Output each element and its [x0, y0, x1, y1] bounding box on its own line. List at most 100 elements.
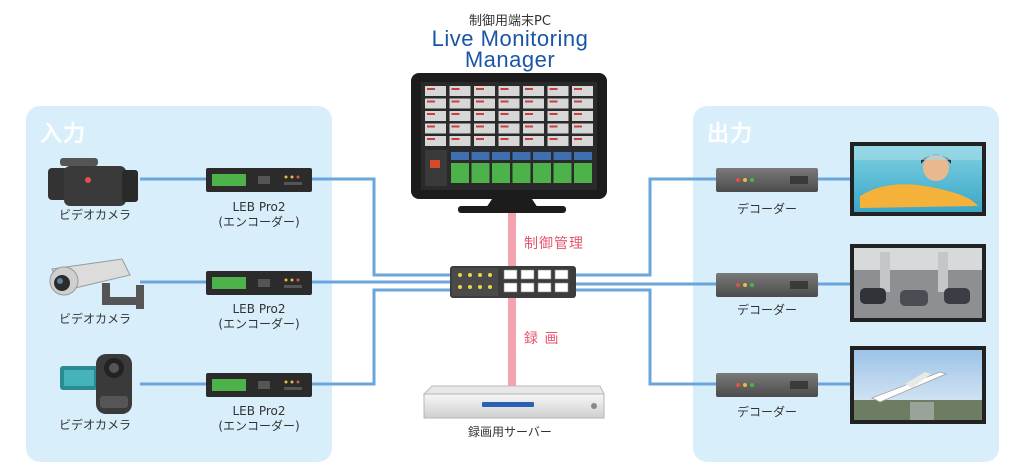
switch-port — [554, 269, 569, 280]
pc-subtitle: 制御用端末PC — [469, 14, 551, 29]
screen-cell — [449, 111, 471, 121]
screen-cell — [498, 136, 520, 146]
switch-port — [520, 269, 535, 280]
screen-cell — [449, 123, 471, 134]
switch-led — [488, 273, 492, 277]
server-label: 録画用サーバー — [468, 425, 552, 439]
screen-cell — [425, 111, 446, 121]
screen-cell — [523, 98, 544, 109]
switch-led — [478, 273, 482, 277]
encoder-display — [212, 379, 246, 391]
screen-cell — [572, 98, 593, 109]
server-power-led — [591, 403, 597, 409]
switch-led — [458, 285, 462, 289]
encoder-3-label: LEB Pro2 (エンコーダー) — [204, 404, 314, 434]
switch-led — [488, 285, 492, 289]
product-title: Live Monitoring Manager — [380, 26, 640, 72]
control-pc-monitor — [411, 73, 607, 213]
screen-cell — [498, 111, 520, 121]
switch-ports — [503, 269, 569, 293]
screen-cell — [425, 98, 446, 109]
switch-led — [468, 273, 472, 277]
screen-cell — [474, 111, 495, 121]
encoder-device — [206, 373, 312, 397]
screen-cell — [498, 86, 520, 96]
screen-cell — [547, 123, 569, 134]
switch-leds — [458, 273, 492, 289]
screen-cell — [523, 136, 544, 146]
decoder-device — [716, 168, 818, 192]
switch-port — [503, 282, 518, 293]
encoder-2-label: LEB Pro2 (エンコーダー) — [204, 302, 314, 332]
screen-cell — [572, 136, 593, 146]
encoder-display — [212, 277, 246, 289]
encoder-3-role: (エンコーダー) — [218, 419, 300, 433]
screen-cell — [449, 98, 471, 109]
screen-cell — [474, 136, 495, 146]
screen-cell — [498, 98, 520, 109]
output-monitor-2 — [850, 244, 986, 322]
screen-cell — [547, 98, 569, 109]
screen-cell — [547, 111, 569, 121]
screen-cell — [474, 86, 495, 96]
wire-enc1-switch — [312, 177, 452, 277]
security-camera-icon — [49, 258, 144, 309]
decoder-device — [716, 373, 818, 397]
decoder-2-label: デコーダー — [736, 303, 797, 317]
encoder-2-role: (エンコーダー) — [218, 317, 300, 331]
wire-enc3-switch — [312, 288, 452, 386]
encoder-device — [206, 271, 312, 295]
control-link — [508, 207, 516, 267]
camcorder-icon — [48, 158, 138, 206]
wire-switch-dec3 — [574, 288, 716, 386]
screen-grid — [425, 86, 593, 186]
encoders-group — [206, 168, 312, 397]
screen-cell — [425, 136, 446, 146]
switch-led — [468, 285, 472, 289]
server-bay — [482, 402, 534, 407]
decoders-group — [716, 168, 818, 397]
screen-cell — [523, 111, 544, 121]
screen-cell — [474, 123, 495, 134]
screen-cell — [572, 123, 593, 134]
switch-port — [520, 282, 535, 293]
switch-port — [537, 269, 552, 280]
screen-cell — [474, 98, 495, 109]
blue-wires — [140, 177, 852, 386]
screen-cell — [572, 86, 593, 96]
encoder-device — [206, 168, 312, 192]
product-title-line2: Manager — [464, 47, 556, 72]
product-title-line1: Live Monitoring — [431, 26, 589, 51]
screen-cell — [523, 86, 544, 96]
switch-led — [458, 273, 462, 277]
decoder-3-label: デコーダー — [736, 405, 797, 419]
output-panel-title: 出力 — [707, 122, 754, 147]
monitor-neck — [486, 199, 538, 208]
wire-switch-dec1 — [574, 177, 716, 277]
recording-server — [422, 385, 605, 419]
screen-cell — [425, 86, 446, 96]
screen-cell — [498, 123, 520, 134]
camera-3-label: ビデオカメラ — [58, 418, 131, 432]
switch-port — [537, 282, 552, 293]
decoder-device — [716, 273, 818, 297]
encoder-1-role: (エンコーダー) — [218, 215, 300, 229]
encoder-1-label: LEB Pro2 (エンコーダー) — [204, 200, 314, 230]
camera-2-label: ビデオカメラ — [58, 312, 131, 326]
camera-1-label: ビデオカメラ — [58, 208, 131, 222]
network-switch — [450, 266, 576, 298]
recording-link-label: 録 画 — [524, 331, 560, 347]
screen-cell — [449, 136, 471, 146]
encoder-display — [212, 174, 246, 186]
handheld-camera-icon — [60, 354, 132, 414]
screen-cell — [547, 86, 569, 96]
screen-cell — [572, 111, 593, 121]
output-monitor-3 — [850, 346, 986, 424]
control-link-label: 制御管理 — [524, 236, 584, 252]
switch-port — [554, 282, 569, 293]
encoder-3-model: LEB Pro2 — [232, 404, 286, 418]
recording-link — [508, 298, 516, 386]
screen-cell — [425, 123, 446, 134]
screen-cell — [547, 136, 569, 146]
